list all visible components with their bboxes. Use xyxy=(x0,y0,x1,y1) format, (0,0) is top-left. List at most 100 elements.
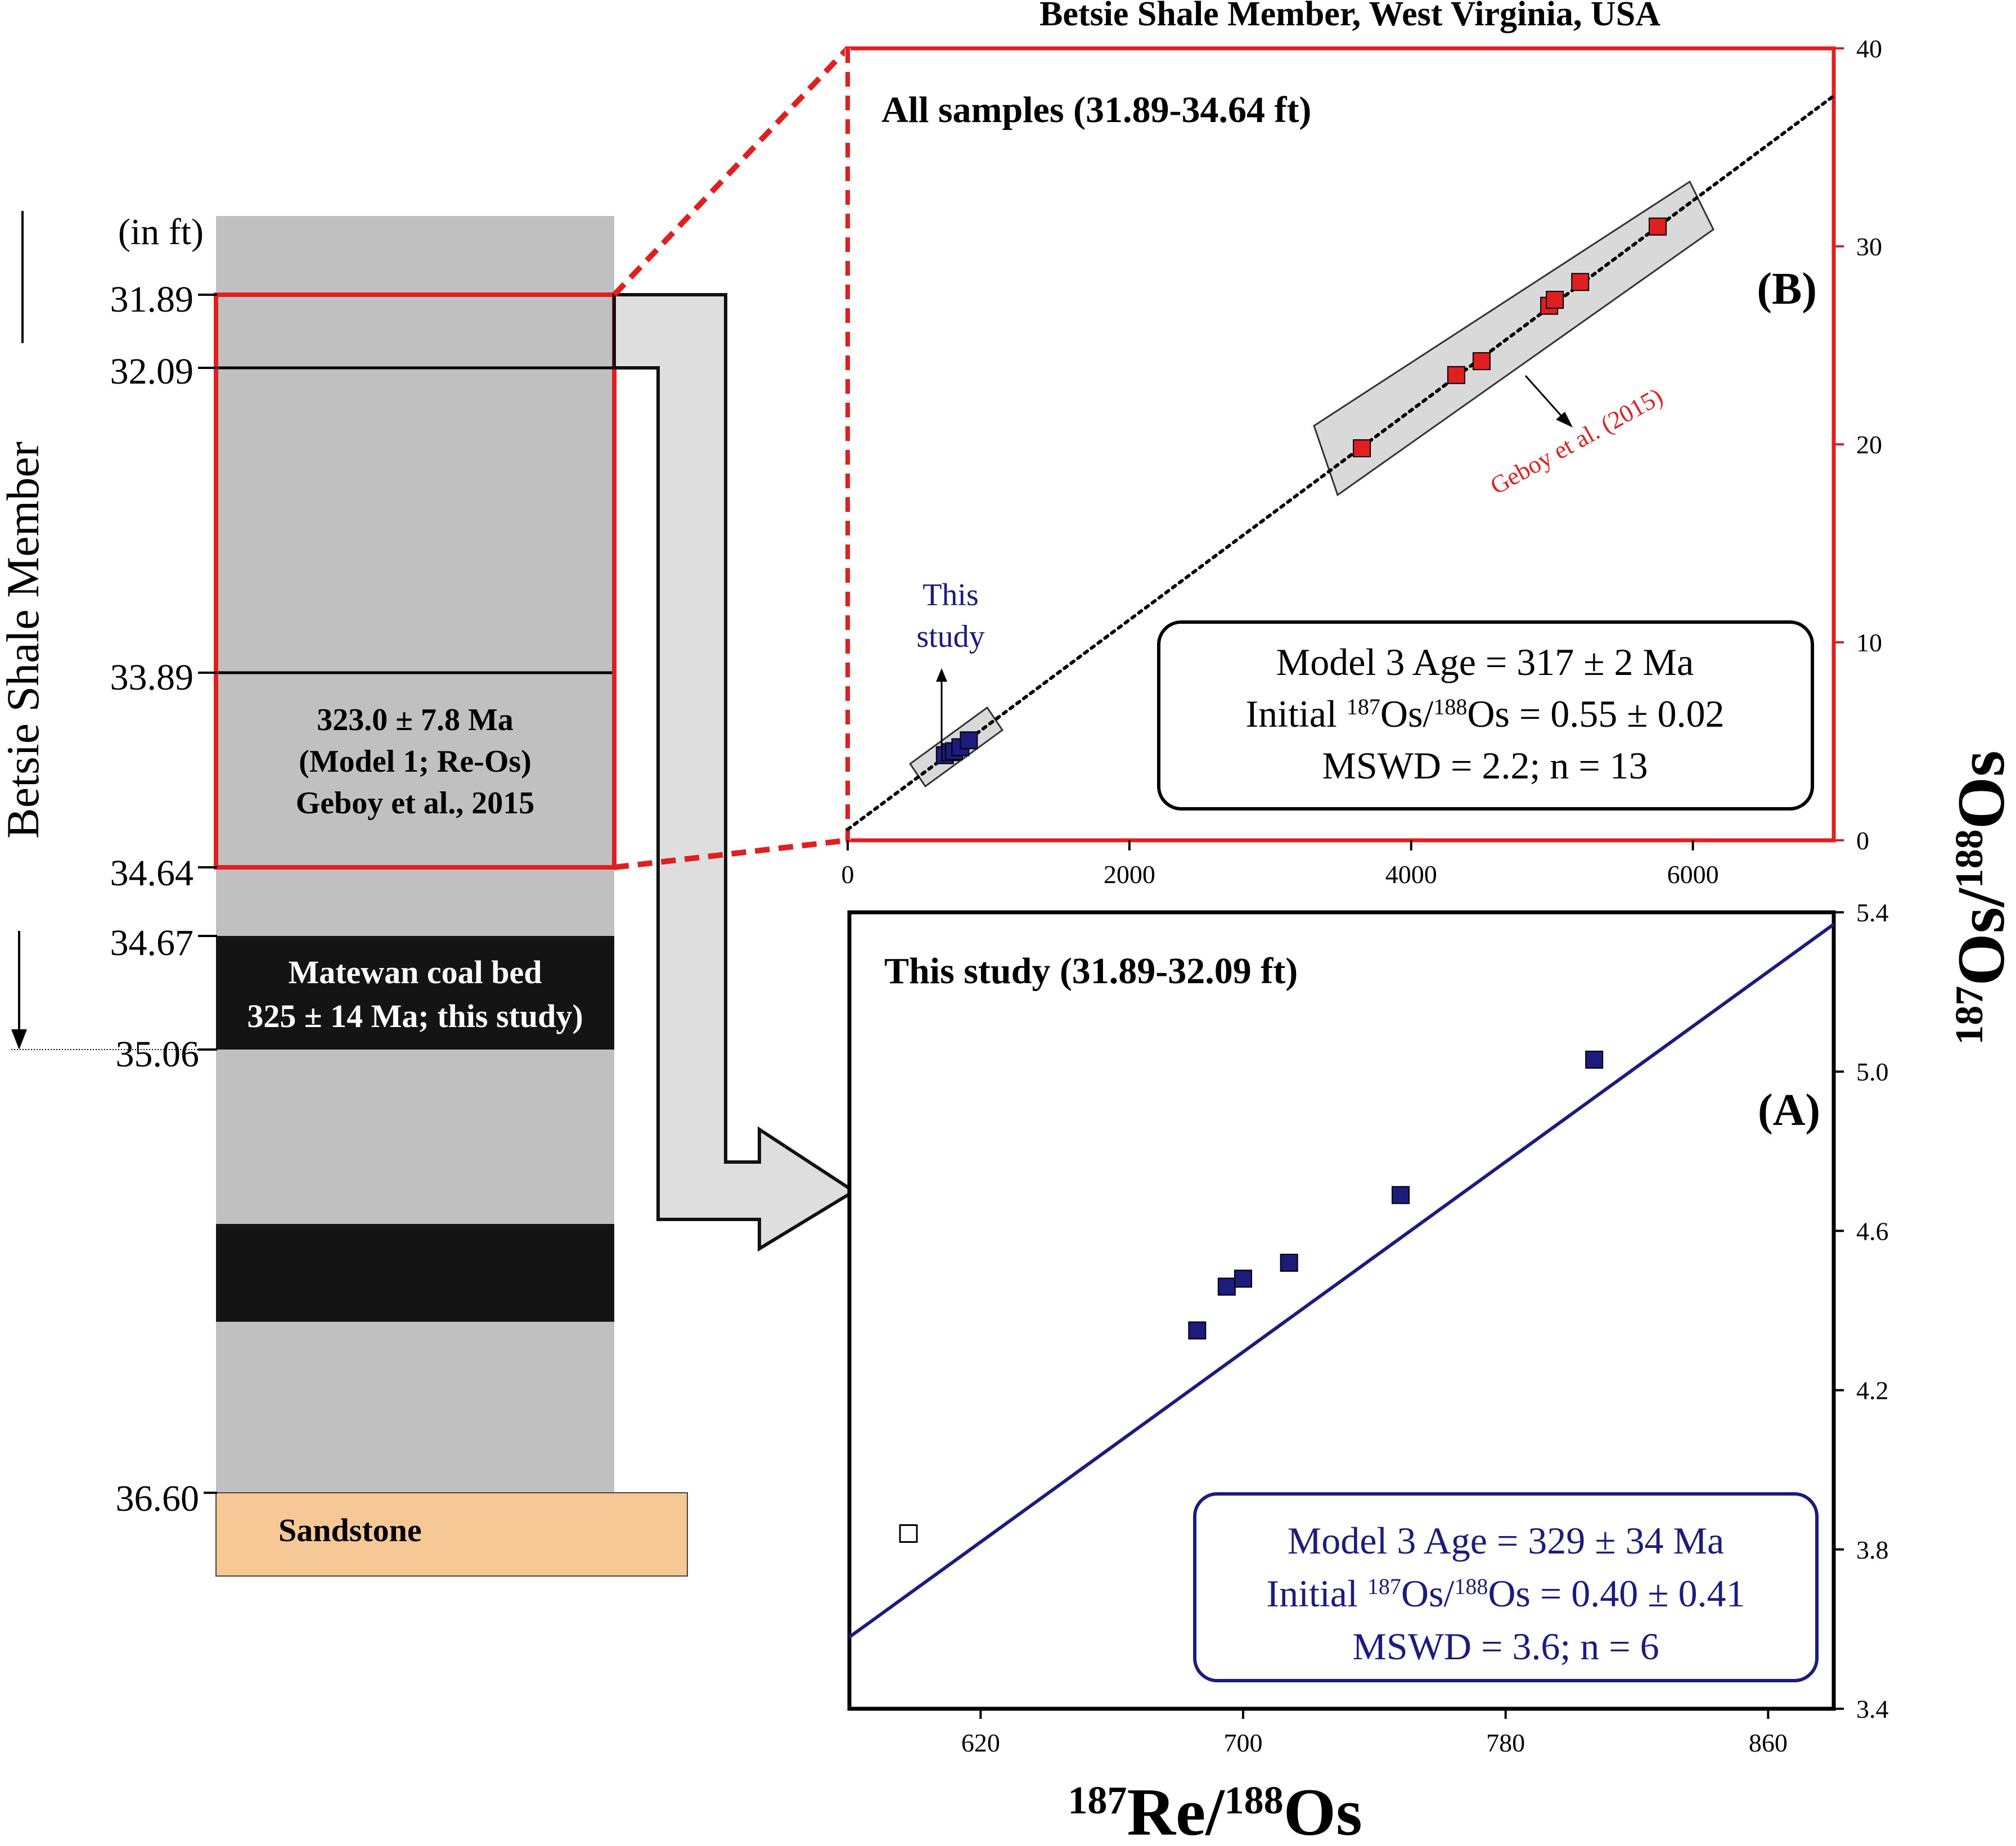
data-point xyxy=(1280,1254,1298,1272)
member-label: Betsie Shale Member xyxy=(0,442,48,839)
y-tick-label: 5.4 xyxy=(1856,898,1889,927)
data-point xyxy=(1546,291,1564,309)
coal-bed-line-2: 325 ± 14 Ma; this study) xyxy=(247,998,583,1034)
panel-b-result-line-2-sup2: 188 xyxy=(1433,694,1467,719)
strat-column: Sandstone 323.0 ± 7.8 Ma (Model 1; Re-Os… xyxy=(0,211,688,1577)
x-axis-title-main1: Re/ xyxy=(1127,1775,1225,1846)
data-point xyxy=(1217,1277,1236,1296)
this-study-pointer-head xyxy=(936,668,947,682)
member-bracket-arrowhead xyxy=(11,1029,27,1050)
data-point xyxy=(1648,217,1667,236)
y-tick-label: 30 xyxy=(1856,232,1882,261)
panel-a-result-line-3: MSWD = 3.6; n = 6 xyxy=(1352,1625,1659,1668)
x-tick-label: 2000 xyxy=(1104,860,1155,889)
x-tick-label: 700 xyxy=(1224,1728,1263,1757)
depth-label: 36.60 xyxy=(116,1478,200,1519)
y-axis-title-sup1: 187 xyxy=(1948,986,1991,1045)
y-tick-label: 4.6 xyxy=(1856,1217,1889,1245)
panel-a-label: (A) xyxy=(1758,1086,1820,1135)
panel-b-result-line-1: Model 3 Age = 317 ± 2 Ma xyxy=(1276,641,1694,683)
fit-line xyxy=(848,922,1835,1638)
depth-unit: (in ft) xyxy=(118,211,204,253)
panel-b-result-line-2-suffix: Os = 0.55 ± 0.02 xyxy=(1467,692,1724,735)
data-point xyxy=(1234,1269,1252,1288)
panel-a-result-line-1: Model 3 Age = 329 ± 34 Ma xyxy=(1288,1519,1724,1562)
zoom-connector-top xyxy=(612,46,850,297)
y-axis-title-sup2: 188 xyxy=(1948,829,1991,888)
data-point-open xyxy=(899,1524,918,1543)
panel-b: All samples (31.89-34.64 ft) (B) 0 2000 40… xyxy=(842,34,1883,889)
data-point xyxy=(1353,439,1371,458)
x-axis-title-main2: Os xyxy=(1284,1775,1362,1846)
figure-title: Betsie Shale Member, West Virginia, USA xyxy=(1040,0,1660,33)
coal-bed-text: Matewan coal bed 325 ± 14 Ma; this study… xyxy=(247,954,583,1034)
x-tick-label: 0 xyxy=(842,860,854,889)
zoom-connector-bottom xyxy=(614,838,848,870)
y-axis-title-main1: Os/ xyxy=(1943,888,2016,986)
x-axis-title-sup2: 188 xyxy=(1225,1779,1284,1822)
y-tick-label: 3.8 xyxy=(1856,1536,1889,1564)
fit-line xyxy=(846,94,1835,831)
panel-a-title: This study (31.89-32.09 ft) xyxy=(884,951,1298,992)
depth-label: 34.64 xyxy=(110,853,194,894)
data-point xyxy=(1585,1050,1604,1069)
depth-label: 32.09 xyxy=(110,351,194,392)
panel-a-result-line-2-prefix: Initial xyxy=(1266,1572,1367,1615)
data-point xyxy=(960,731,978,750)
x-tick-label: 860 xyxy=(1749,1728,1788,1757)
panel-b-title: All samples (31.89-34.64 ft) xyxy=(881,89,1311,130)
data-point xyxy=(1472,352,1491,371)
geboy-pointer xyxy=(1524,375,1564,418)
y-tick-label: 20 xyxy=(1856,430,1882,459)
shale-age-text: 323.0 ± 7.8 Ma (Model 1; Re-Os) Geboy et… xyxy=(296,703,535,821)
data-point xyxy=(1447,366,1465,384)
panel-a-result-line-2: Initial 187Os/188Os = 0.40 ± 0.41 xyxy=(1266,1572,1745,1615)
x-axis-title: 187Re/188Os xyxy=(1068,1775,1362,1846)
panel-a-result-line-2-mid: Os/ xyxy=(1401,1572,1455,1615)
coal-bed-line-1: Matewan coal bed xyxy=(288,954,542,990)
y-tick-label: 3.4 xyxy=(1856,1695,1889,1723)
panel-a-result-line-2-suffix: Os = 0.40 ± 0.41 xyxy=(1488,1572,1745,1615)
panel-b-result-line-2-sup1: 187 xyxy=(1347,694,1380,719)
x-tick-label: 4000 xyxy=(1385,860,1437,889)
x-axis-title-sup1: 187 xyxy=(1068,1779,1127,1822)
panel-b-label: (B) xyxy=(1757,264,1817,314)
panel-b-result-line-2-prefix: Initial xyxy=(1245,692,1346,735)
panel-a-result-line-2-sup1: 187 xyxy=(1367,1574,1401,1599)
column-to-panel-arrow xyxy=(613,293,857,1252)
shale-age-line-2: (Model 1; Re-Os) xyxy=(299,744,532,779)
depth-label: 33.89 xyxy=(110,657,194,698)
panel-b-result-line-2: Initial 187Os/188Os = 0.55 ± 0.02 xyxy=(1245,692,1724,735)
shale-age-line-3: Geboy et al., 2015 xyxy=(296,786,535,821)
panel-a-result-box xyxy=(1193,1492,1819,1682)
depth-label: 34.67 xyxy=(110,922,194,963)
geboy-pointer-head xyxy=(1556,412,1573,427)
sandstone-label: Sandstone xyxy=(278,1512,422,1548)
depth-label: 31.89 xyxy=(110,279,194,320)
shale-age-line-1: 323.0 ± 7.8 Ma xyxy=(317,703,514,737)
coal-bed-lower xyxy=(216,1224,614,1322)
y-tick-label: 40 xyxy=(1856,34,1882,63)
depth-scale: (in ft) 31.89 32.09 33.89 34.64 34.67 35… xyxy=(11,211,217,1519)
y-tick-label: 0 xyxy=(1856,826,1869,855)
y-axis-title-main2: Os xyxy=(1943,750,2016,829)
y-tick-label: 10 xyxy=(1856,628,1882,657)
panel-b-left-dashed-edge xyxy=(845,48,850,840)
data-point xyxy=(1392,1186,1410,1204)
x-tick-label: 780 xyxy=(1486,1728,1525,1757)
x-tick-label: 6000 xyxy=(1667,860,1719,889)
sandstone-layer xyxy=(215,1492,688,1577)
depth-label: 35.06 xyxy=(116,1034,200,1075)
panel-b-result-box xyxy=(1157,620,1814,811)
panel-b-result-line-3: MSWD = 2.2; n = 13 xyxy=(1322,744,1648,787)
data-point xyxy=(1188,1321,1207,1340)
this-study-annotation-line-2: study xyxy=(916,619,984,654)
data-point xyxy=(1571,273,1590,291)
y-tick-label: 5.0 xyxy=(1856,1057,1889,1086)
coal-bed-upper xyxy=(216,936,614,1050)
panel-b-result-line-2-mid: Os/ xyxy=(1380,692,1434,735)
y-tick-label: 4.2 xyxy=(1856,1376,1889,1405)
panel-a-result-line-2-sup2: 188 xyxy=(1454,1574,1488,1599)
